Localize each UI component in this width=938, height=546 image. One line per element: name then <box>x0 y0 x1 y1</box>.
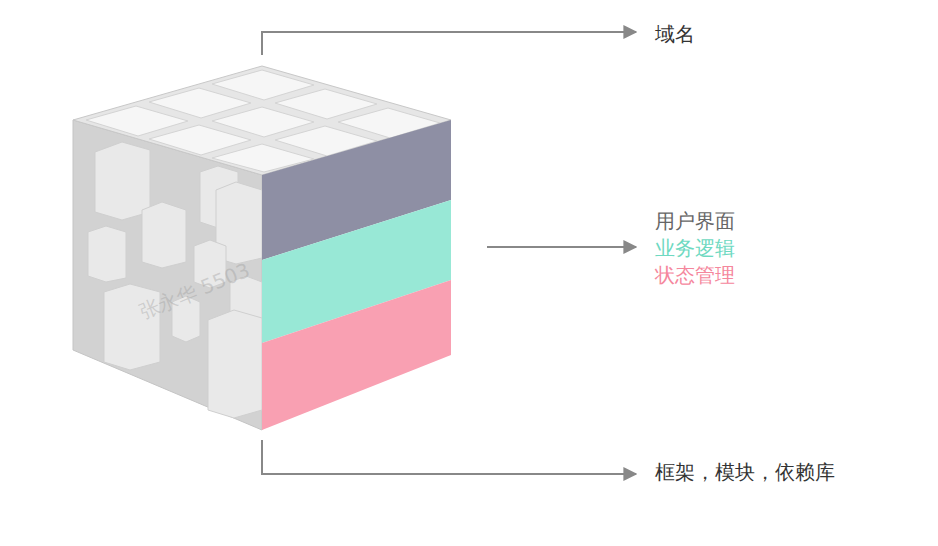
leader-arrow <box>262 440 636 474</box>
layer-label: 业务逻辑 <box>655 235 735 261</box>
cube-blocks <box>88 142 262 418</box>
band-state <box>262 280 451 430</box>
layer-label: 用户界面 <box>655 208 735 234</box>
leader-arrow <box>487 246 636 248</box>
domain-label: 域名 <box>655 21 695 47</box>
foundation-label: 框架，模块，依赖库 <box>655 459 835 485</box>
layer-label: 状态管理 <box>655 262 735 288</box>
leader-arrow <box>262 32 636 55</box>
